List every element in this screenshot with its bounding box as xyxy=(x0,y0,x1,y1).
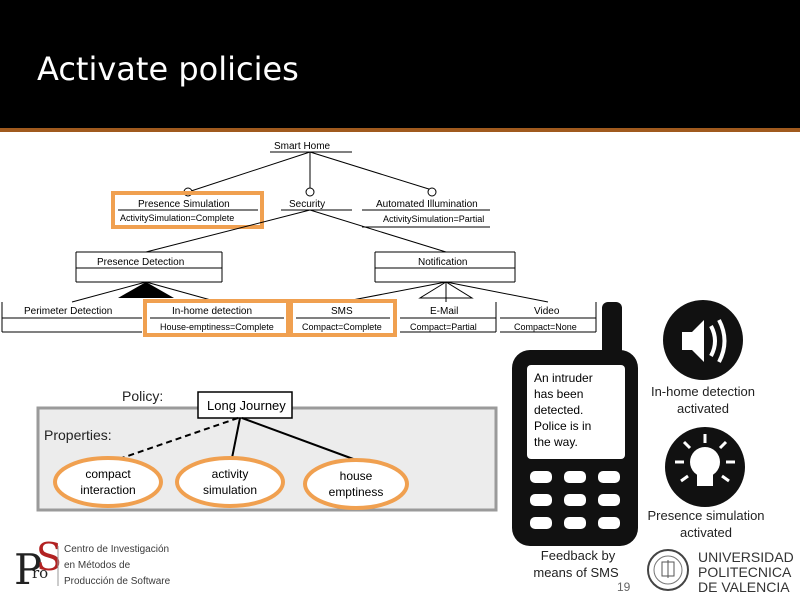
indicator-label: activated xyxy=(680,525,732,540)
fm-inhome-detection-attr: House-emptiness=Complete xyxy=(160,322,274,332)
optional-marker xyxy=(427,187,437,197)
fm-automated-illumination-attr: ActivitySimulation=Partial xyxy=(383,214,484,224)
policy-diagram: Policy: Long Journey Properties: compact… xyxy=(36,388,498,512)
fm-inhome-detection: In-home detection xyxy=(172,306,252,317)
fm-video-attr: Compact=None xyxy=(514,322,577,332)
phone-screen xyxy=(527,365,625,459)
slide-header: Activate policies xyxy=(0,0,800,128)
feature-model: Smart Home Presence Simulation ActivityS… xyxy=(1,141,597,337)
indicator-label: activated xyxy=(677,401,729,416)
property-text: emptiness xyxy=(329,485,384,499)
optional-marker xyxy=(305,187,315,197)
accent-bar xyxy=(0,128,800,132)
sms-text: Police is in xyxy=(534,419,591,433)
highlight-inhome-detection xyxy=(143,299,290,337)
or-group-marker xyxy=(118,282,174,298)
pros-logo-text: Centro de Investigación xyxy=(64,544,169,555)
upv-logo-text: DE VALENCIA xyxy=(698,579,790,595)
property-house-emptiness xyxy=(303,458,409,510)
sms-text: the way. xyxy=(534,435,578,449)
highlight-sms xyxy=(289,299,397,337)
upv-logo-text: POLITECNICA xyxy=(698,564,792,580)
property-text: activity xyxy=(212,467,249,481)
fm-presence-detection: Presence Detection xyxy=(97,257,184,268)
property-text: compact xyxy=(85,467,131,481)
speaker-indicator: In-home detection activated xyxy=(651,300,755,416)
fm-video: Video xyxy=(534,306,560,317)
upv-seal xyxy=(647,549,689,591)
pros-logo-text: Producción de Software xyxy=(64,576,171,587)
fm-root-label: Smart Home xyxy=(274,141,331,152)
indicator-label: In-home detection xyxy=(651,384,755,399)
phone-illustration: An intruder has been detected. Police is… xyxy=(512,302,638,594)
fm-security: Security xyxy=(289,199,325,210)
pros-logo-mark: P xyxy=(14,545,42,594)
property-text: interaction xyxy=(80,483,135,497)
fm-automated-illumination: Automated Illumination xyxy=(376,199,478,210)
policy-name-box xyxy=(197,391,293,419)
fm-sms-attr: Compact=Complete xyxy=(302,322,382,332)
indicator-label: Presence simulation xyxy=(647,508,764,523)
fm-presence-simulation-attr: ActivitySimulation=Complete xyxy=(120,213,234,223)
properties-label: Properties: xyxy=(44,427,112,443)
upv-logo: UNIVERSIDAD POLITECNICA DE VALENCIA xyxy=(647,549,794,595)
pros-logo-text: en Métodos de xyxy=(64,560,131,571)
highlight-presence-simulation xyxy=(111,191,264,229)
sms-text: detected. xyxy=(534,403,583,417)
upv-logo-text: UNIVERSIDAD xyxy=(698,549,794,565)
svg-text:ro: ro xyxy=(32,564,48,582)
policy-name: Long Journey xyxy=(207,398,286,413)
phone-keypad xyxy=(530,471,620,529)
lightbulb-indicator: Presence simulation activated xyxy=(647,427,765,540)
property-compact-interaction xyxy=(53,456,163,508)
fm-email-attr: Compact=Partial xyxy=(410,322,477,332)
phone-caption: means of SMS xyxy=(533,565,619,580)
fm-email: E-Mail xyxy=(430,306,458,317)
pros-logo: P ro S Centro de Investigación en Método… xyxy=(14,535,171,594)
fm-notification: Notification xyxy=(418,257,467,268)
page-number: 19 xyxy=(617,580,631,594)
fm-sms: SMS xyxy=(331,306,353,317)
sms-text: An intruder xyxy=(534,371,593,385)
policy-label: Policy: xyxy=(122,388,163,404)
phone-caption: Feedback by xyxy=(541,548,616,563)
slide-title: Activate policies xyxy=(37,50,299,88)
property-text: house xyxy=(340,469,373,483)
property-activity-simulation xyxy=(175,456,285,508)
property-text: simulation xyxy=(203,483,257,497)
fm-presence-simulation: Presence Simulation xyxy=(138,199,230,210)
sms-text: has been xyxy=(534,387,583,401)
fm-perimeter-detection: Perimeter Detection xyxy=(24,306,112,317)
